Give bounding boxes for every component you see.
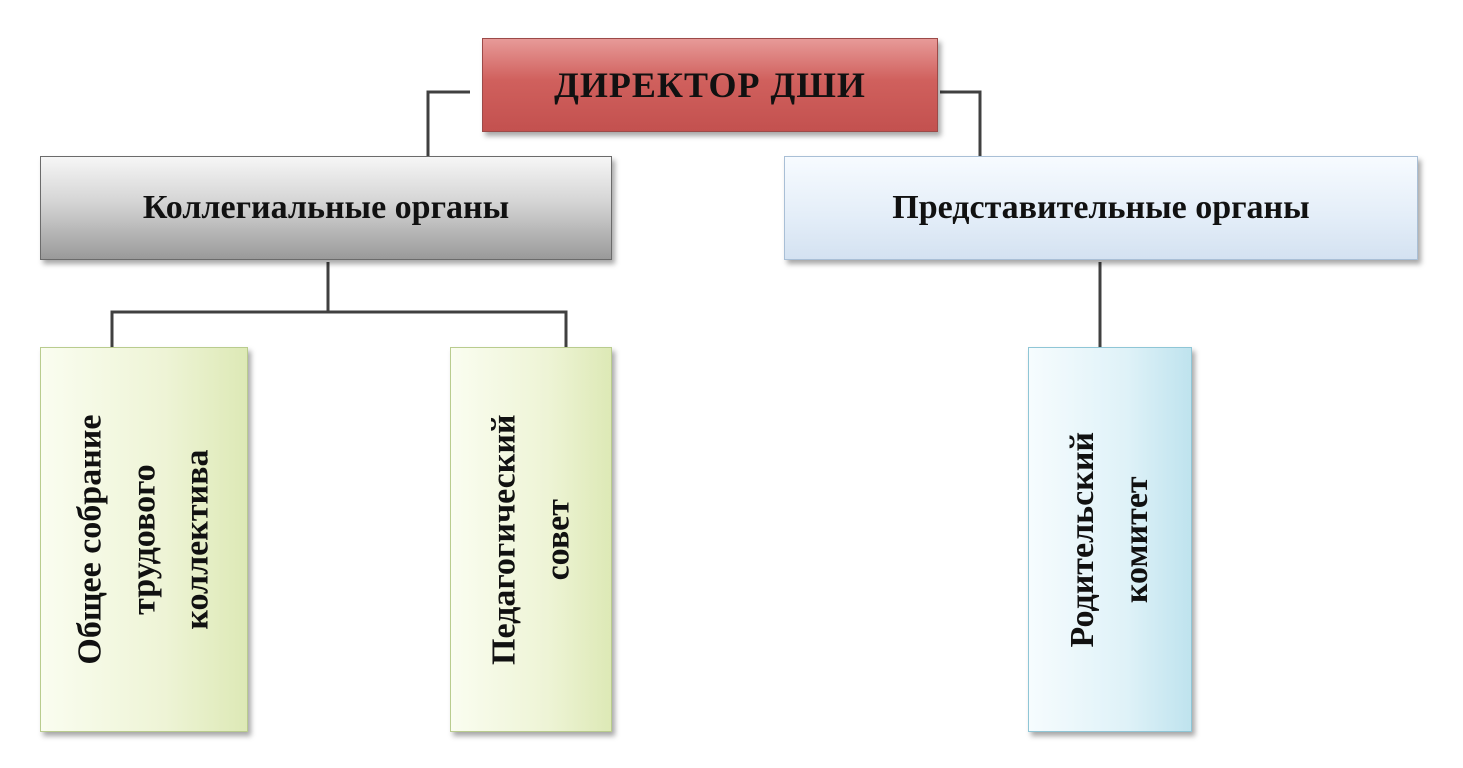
director-label: ДИРЕКТОР ДШИ (554, 65, 866, 105)
parent-committee-label: Родительский комитет (1056, 432, 1163, 647)
general-meeting-box: Общее собрание трудового коллектива (40, 347, 248, 732)
pedagogical-council-label-line: совет (539, 498, 577, 581)
general-meeting-label-line: коллектива (178, 449, 216, 630)
director-box: ДИРЕКТОР ДШИ (482, 38, 938, 132)
representative-bodies-box: Представительные органы (784, 156, 1418, 260)
representative-bodies-label: Представительные органы (892, 189, 1310, 226)
connector-director-to-representative (940, 90, 982, 156)
pedagogical-council-label-line: Педагогический (485, 414, 523, 665)
general-meeting-label-line: Общее собрание (71, 414, 109, 665)
pedagogical-council-label: Педагогический совет (477, 414, 584, 664)
parent-committee-label-line: комитет (1118, 476, 1156, 603)
general-meeting-label-line: трудового (125, 464, 163, 615)
pedagogical-council-box: Педагогический совет (450, 347, 612, 732)
parent-committee-label-line: Родительский (1064, 431, 1102, 648)
general-meeting-label: Общее собрание трудового коллектива (63, 414, 224, 664)
collegial-bodies-label: Коллегиальные органы (142, 189, 510, 226)
parent-committee-box: Родительский комитет (1028, 347, 1192, 732)
connector-collegial-branch (110, 310, 568, 347)
connector-director-to-collegial (426, 90, 470, 156)
collegial-bodies-box: Коллегиальные органы (40, 156, 612, 260)
